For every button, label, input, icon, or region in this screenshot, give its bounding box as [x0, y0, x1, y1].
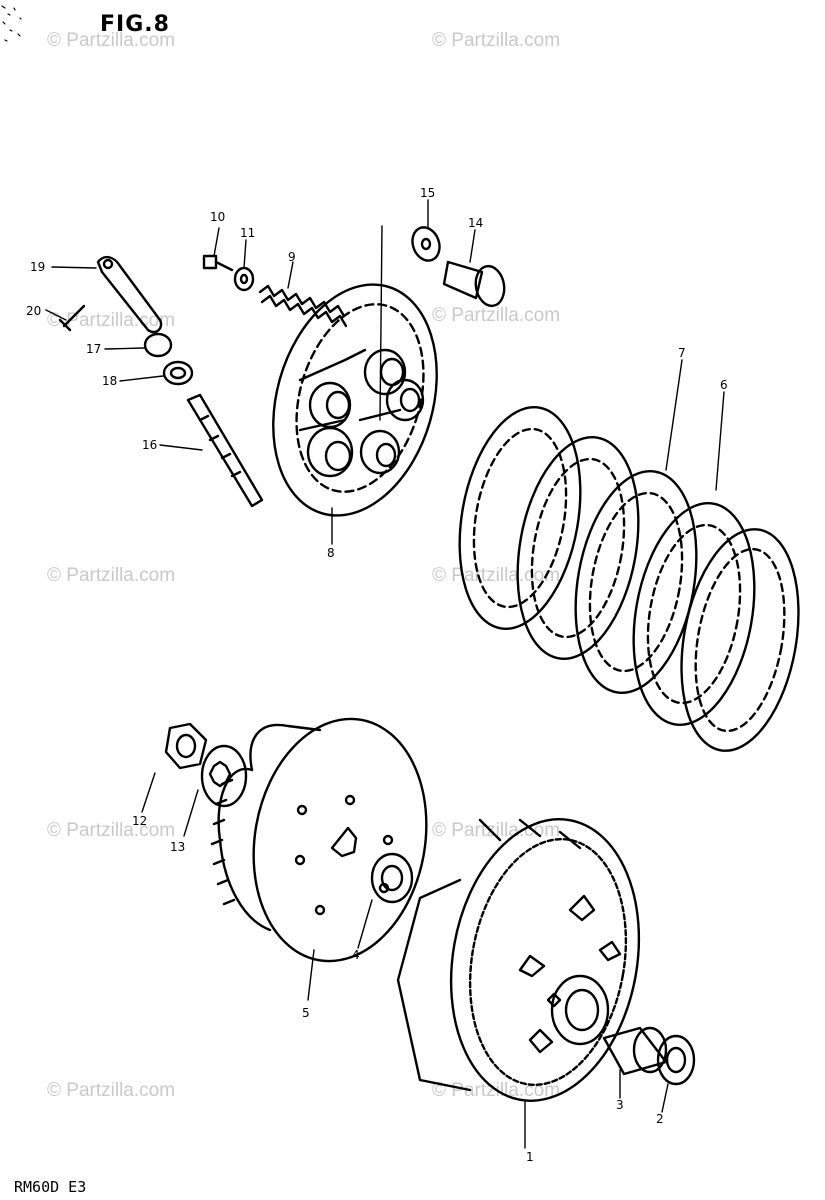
callout-16: 16 — [142, 438, 158, 452]
callout-8: 8 — [327, 546, 335, 560]
callout-5: 5 — [302, 1006, 310, 1020]
thrust-washer-4 — [370, 852, 414, 904]
callout-2: 2 — [656, 1112, 664, 1126]
callout-17: 17 — [86, 342, 102, 356]
callout-15: 15 — [420, 186, 436, 200]
callout-4: 4 — [352, 948, 360, 962]
nut-12 — [164, 722, 208, 770]
callout-1: 1 — [526, 1150, 534, 1164]
callout-12: 12 — [132, 814, 148, 828]
callout-7: 7 — [678, 346, 686, 360]
watermark: © Partzilla.com — [47, 565, 176, 586]
clutch-sleeve-hub — [210, 717, 428, 963]
callout-13: 13 — [170, 840, 186, 854]
washer-18 — [162, 360, 194, 386]
pressure-plate — [272, 283, 438, 517]
nut-17 — [143, 332, 173, 358]
release-arm — [58, 255, 163, 334]
washer-11 — [233, 266, 255, 292]
washer-2 — [656, 1034, 696, 1086]
washer-15 — [411, 226, 441, 262]
leader-lines — [45, 199, 725, 1149]
callout-10: 10 — [210, 210, 226, 224]
primary-driven-gear — [396, 818, 641, 1102]
lock-washer-13 — [200, 744, 248, 808]
figure-title: FIG.8 — [100, 12, 170, 37]
callout-14: 14 — [468, 216, 484, 230]
watermark: © Partzilla.com — [47, 30, 176, 51]
callout-3: 3 — [616, 1098, 624, 1112]
callout-18: 18 — [102, 374, 118, 388]
watermark: © Partzilla.com — [432, 30, 561, 51]
watermark: © Partzilla.com — [47, 310, 176, 331]
screw-10 — [202, 254, 234, 272]
scan-noise — [1, 5, 22, 42]
callout-19: 19 — [30, 260, 46, 274]
watermark: © Partzilla.com — [432, 305, 561, 326]
spacer-3 — [602, 1026, 668, 1076]
clutch-plates — [458, 406, 800, 752]
release-shaft — [186, 393, 264, 508]
push-piece-14 — [442, 260, 506, 308]
model-code: RM60D E3 — [14, 1178, 87, 1196]
watermark: © Partzilla.com — [47, 820, 176, 841]
clutch-spring — [258, 284, 348, 328]
callout-6: 6 — [720, 378, 728, 392]
callout-11: 11 — [240, 226, 256, 240]
callout-9: 9 — [288, 250, 296, 264]
callout-20: 20 — [26, 304, 42, 318]
watermark: © Partzilla.com — [47, 1080, 176, 1101]
